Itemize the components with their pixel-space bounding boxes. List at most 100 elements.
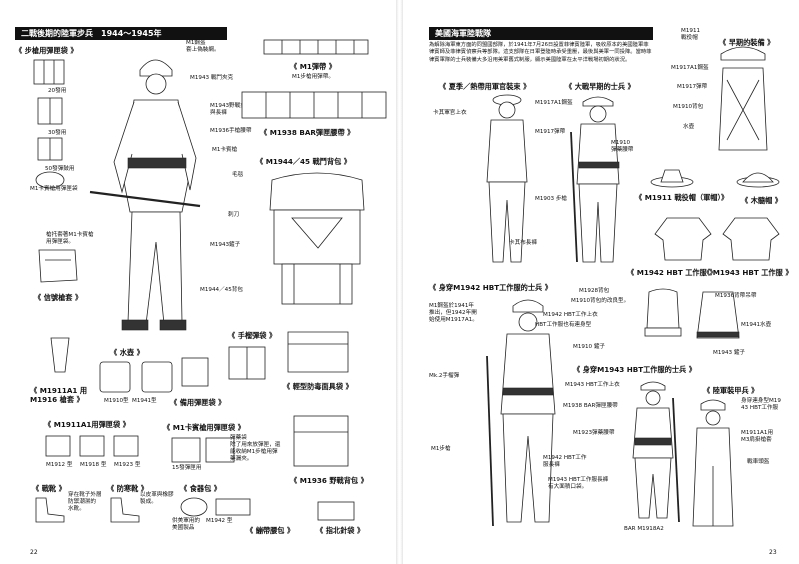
label-khaki-coat: 卡其軍官上衣 bbox=[433, 110, 467, 116]
page-number-left: 22 bbox=[30, 549, 38, 556]
label-m1923: M1923 型 bbox=[114, 462, 141, 468]
label-canteen-right: 水壺 bbox=[683, 124, 695, 130]
infantry-soldier-illustration bbox=[89, 59, 201, 331]
label-m1941: M1941型 bbox=[132, 398, 157, 404]
label-50rd: 50發彈鼓用 bbox=[45, 166, 75, 172]
label-m1910-pack2: M1910背包的改良型。 bbox=[571, 298, 630, 304]
boots-illustration bbox=[35, 497, 65, 523]
label-m1910: M1910型 bbox=[104, 398, 129, 404]
label-m1943-shovel-r: M1943 鏟子 bbox=[713, 350, 746, 356]
officer-illustration bbox=[486, 94, 528, 263]
label-m1-rifle: M1步槍 bbox=[431, 446, 451, 452]
left-banner-text: 二戰後期的陸軍步兵 1944～1945年 bbox=[21, 29, 162, 38]
heading-m1942-jacket: 《 M1942 HBT 工作服 》 bbox=[627, 268, 717, 277]
heading-armored-soldier: 《 陸軍裝甲兵 》 bbox=[703, 386, 759, 395]
heading-compass: 《 指北針袋 》 bbox=[316, 526, 365, 535]
left-page: 二戰後期的陸軍步兵 1944～1945年 《 步槍用彈匣袋 》 20發用 30發… bbox=[0, 0, 396, 564]
label-m1917-belt: M1917彈帶 bbox=[677, 84, 708, 90]
heading-spare-pouch: 《 備用彈匣袋 》 bbox=[170, 398, 226, 407]
label-mk2: Mk.2手榴彈 bbox=[429, 373, 460, 379]
pouch-illustration bbox=[181, 357, 209, 387]
label-m1910-shovel: M1910 鏟子 bbox=[573, 344, 606, 350]
label-m1911-cap: M1911 戰役帽 bbox=[681, 28, 701, 41]
heading-gasmask: 《 輕型防毒面具袋 》 bbox=[283, 382, 353, 391]
label-helmet: M1鋼盔 套上偽裝網。 bbox=[186, 40, 220, 53]
early-soldier-illustration bbox=[570, 96, 620, 263]
label-overshoe-desc: 以皮革與橡膠 製成。 bbox=[140, 492, 174, 505]
heading-m1-clip-belt: 《 M1彈帶 》 bbox=[290, 62, 336, 71]
bar-belt-illustration bbox=[241, 91, 387, 119]
m1942-jacket-illustration bbox=[654, 217, 712, 261]
page-number-right: 23 bbox=[769, 549, 777, 556]
heading-m1911-hat: 《 M1911 戰役帽（軍帽）》 bbox=[635, 193, 729, 202]
overshoe-illustration bbox=[110, 497, 140, 523]
heading-grenade: 《 手榴彈袋 》 bbox=[228, 331, 277, 340]
label-blanket: 毛毯 bbox=[232, 172, 244, 178]
label-mess-desc: 供美軍用的 美國製品 bbox=[172, 518, 200, 531]
label-m1943-pants: M1943野戰夾克 與長褲 bbox=[210, 103, 252, 116]
heading-boots: 《 戰靴 》 bbox=[32, 484, 66, 493]
label-30rd: 30發用 bbox=[48, 130, 67, 136]
heading-early-equipment: 《 早期的裝備 》 bbox=[719, 38, 775, 47]
label-pack: M1944／45背包 bbox=[200, 287, 243, 293]
label-m1943-pants-r: M1943 HBT工作服長褲 有大面積口袋。 bbox=[548, 477, 609, 490]
pith-helmet-illustration bbox=[736, 172, 780, 188]
heading-m1911-mag: 《 M1911A1用彈匣袋 》 bbox=[44, 420, 130, 429]
label-20rd: 20發用 bbox=[48, 88, 67, 94]
label-m1910-backpack: M1910背包 bbox=[673, 104, 704, 110]
right-page: 美國海軍陸戰隊 為解除海軍東方面的同盟國部隊，於1941年7月26日設置菲律賓陸… bbox=[403, 0, 799, 564]
label-15rd: 15發彈匣用 bbox=[172, 465, 202, 471]
label-m1903: M1903 步槍 bbox=[535, 196, 568, 202]
right-banner-text: 美國海軍陸戰隊 bbox=[435, 29, 491, 38]
label-knife: 刺刀 bbox=[228, 212, 240, 218]
label-m1912: M1912 型 bbox=[46, 462, 73, 468]
label-hbt-pants: HBT工作服也有連身型 bbox=[535, 322, 592, 328]
heading-pith-helmet: 《 木髓帽 》 bbox=[741, 196, 782, 205]
tank-crew-illustration bbox=[692, 399, 734, 527]
label-m1928: M1928背包 bbox=[579, 288, 610, 294]
right-banner: 美國海軍陸戰隊 bbox=[429, 27, 653, 40]
heading-holster: 《 信號槍套 》 bbox=[34, 293, 83, 302]
label-m1941-canteen: M1941水壺 bbox=[741, 322, 772, 328]
bar-gunner-illustration bbox=[632, 381, 680, 523]
label-carbine-sling: 槍托套著M1卡賓槍 用彈匣袋。 bbox=[46, 232, 94, 245]
clip-belt-illustration bbox=[263, 39, 369, 55]
heading-m1936: 《 M1936 野戰背包 》 bbox=[290, 476, 368, 485]
label-m1943-hbt-top: M1943 HBT工作上衣 bbox=[565, 382, 620, 388]
label-m1942: M1942 型 bbox=[206, 518, 233, 524]
heading-meat-can: 《 食器包 》 bbox=[180, 484, 221, 493]
equipment-group-illustration bbox=[644, 288, 740, 339]
mess-kit-illustration bbox=[180, 497, 251, 517]
campaign-hat-illustration bbox=[650, 169, 694, 188]
label-m1-helmet-1941: M1鋼盔於1941年 推出，但1942年開 始使用M1917A1。 bbox=[429, 303, 478, 323]
heading-early-soldier: 《 大戰早期的士兵 》 bbox=[565, 82, 635, 91]
label-m1938-bar: M1938 BAR彈匣腰帶 bbox=[563, 403, 618, 409]
combat-pack-illustration bbox=[269, 172, 365, 305]
label-boots-desc: 穿在靴子外層 防禦潮濕的 水靴。 bbox=[68, 492, 102, 512]
heading-rifle-belt: 《 步槍用彈匣袋 》 bbox=[15, 46, 78, 55]
m1911-mag-pouches-illustration bbox=[45, 435, 139, 457]
hbt-soldier-illustration bbox=[486, 299, 556, 527]
label-m1942-hbt: M1942 HBT工作上衣 bbox=[543, 312, 598, 318]
magazine-pouches-illustration bbox=[33, 59, 65, 189]
heading-bandage: 《 繃帶腰包 》 bbox=[246, 526, 295, 535]
flare-holster-illustration bbox=[38, 249, 78, 283]
label-m1943-shovel: M1943鏟子 bbox=[210, 242, 241, 248]
heading-hbt-soldier: 《 身穿M1942 HBT工作服的士兵 》 bbox=[429, 283, 552, 292]
label-carbine-mag-desc: 彈藥袋 除了用來放彈匣，還 能收納M1步槍用彈 藥漏夾。 bbox=[230, 435, 281, 462]
label-bar-m1918a2: BAR M1918A2 bbox=[624, 526, 664, 532]
label-m1936-belt: M1936手槍腰帶 bbox=[210, 128, 252, 134]
gasmask-bag-illustration bbox=[287, 331, 349, 373]
intro-paragraph: 為解除海軍東方面的同盟國部隊，於1941年7月26日設置菲律賓陸軍，吸收原本的美… bbox=[429, 42, 652, 63]
grenade-pouch-illustration bbox=[228, 346, 266, 380]
heading-m1911-holster: 《 M1911A1 用 M1916 槍套 》 bbox=[30, 386, 88, 404]
carbine-mag-pouch-illustration bbox=[171, 437, 235, 463]
heading-overshoe: 《 防寒靴 》 bbox=[107, 484, 148, 493]
heading-bar-belt: 《 M1938 BAR彈匣腰帶 》 bbox=[260, 128, 355, 137]
label-m1943-jacket: M1943 戰鬥夾克 bbox=[190, 75, 234, 81]
label-crew-coverall: 身穿連身型M19 43 HBT工作服 bbox=[741, 398, 781, 411]
heading-marine-officer: 《 夏季／熱帶用軍官裝束 》 bbox=[439, 82, 531, 91]
gutter bbox=[396, 0, 403, 564]
label-m1936-suspenders: M1936背帶吊帶 bbox=[715, 293, 757, 299]
heading-carbine-mag: 《 M1卡賓槍用彈匣袋 》 bbox=[163, 423, 245, 432]
